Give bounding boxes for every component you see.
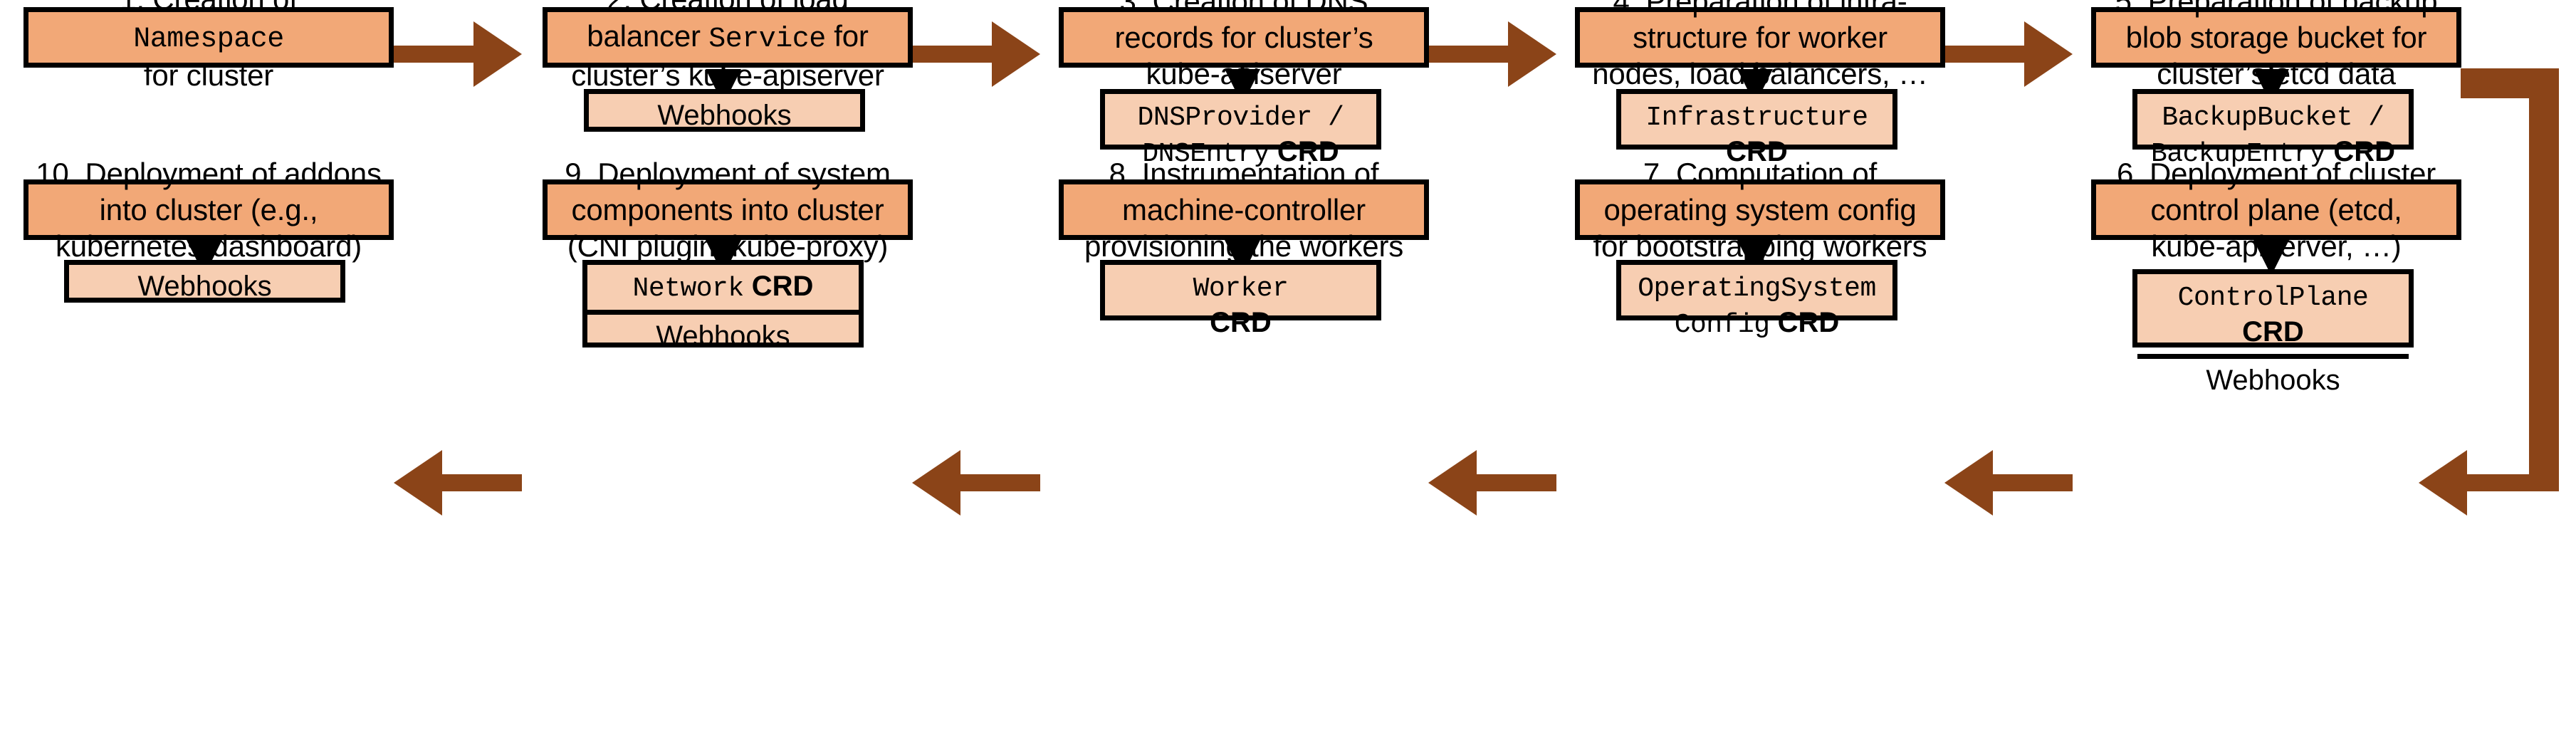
arrow-7-to-8 xyxy=(1428,450,1556,516)
attachment-label: BackupBucket /BackupEntry CRD xyxy=(2150,103,2396,170)
attachment-box-step-3[interactable]: DNSProvider /DNSEntry CRD xyxy=(1100,89,1381,169)
attachment-cell-webhooks: Webhooks xyxy=(587,310,859,358)
attachment-cell-dns-crd: DNSProvider /DNSEntry CRD xyxy=(1105,94,1376,176)
attachment-box-step-10[interactable]: Webhooks xyxy=(64,260,345,303)
attachment-cell-backup-crd: BackupBucket /BackupEntry CRD xyxy=(2137,94,2409,176)
step-4-text: 4. Preparation of infra-structure for wo… xyxy=(1592,0,1928,91)
arrow-5-to-6 xyxy=(2419,68,2559,516)
attachment-cell-webhooks: Webhooks xyxy=(2137,354,2409,402)
attachment-cell-network-crd: Network CRD xyxy=(587,265,859,310)
attachment-label: Network CRD xyxy=(632,271,814,304)
arrow-8-to-9 xyxy=(912,450,1040,516)
attachment-box-step-5[interactable]: BackupBucket /BackupEntry CRD xyxy=(2132,89,2414,169)
flow-arrows-bottom xyxy=(394,450,2073,516)
step-box-4[interactable]: 4. Preparation of infra-structure for wo… xyxy=(1575,0,1945,90)
arrow-6-to-7 xyxy=(1944,450,2073,516)
attachment-cell-webhooks: Webhooks xyxy=(69,265,340,308)
arrow-4-to-5 xyxy=(1944,21,2073,87)
arrow-1-to-2 xyxy=(394,21,522,87)
attachment-label: Webhooks xyxy=(2206,365,2340,397)
attachment-cell-webhooks: Webhooks xyxy=(589,94,860,137)
arrow-3-to-4 xyxy=(1428,21,1556,87)
arrow-2-to-3 xyxy=(912,21,1040,87)
attachment-box-step-6[interactable]: ControlPlane CRD Webhooks xyxy=(2132,269,2414,396)
step-1-text: 1. Creation ofNamespacefor cluster xyxy=(120,0,298,93)
attachment-label: ControlPlane CRD xyxy=(2177,283,2369,348)
attachment-cell-controlplane-crd: ControlPlane CRD xyxy=(2137,274,2409,354)
step-box-1[interactable]: 1. Creation ofNamespacefor cluster xyxy=(23,0,394,92)
attachment-box-step-9[interactable]: Network CRD Webhooks xyxy=(582,260,864,352)
attachment-label: Webhooks xyxy=(137,271,272,302)
attachment-label: Webhooks xyxy=(656,320,790,352)
arrow-9-to-10 xyxy=(394,450,522,516)
attachment-label: DNSProvider /DNSEntry CRD xyxy=(1137,103,1344,170)
attachment-label: Webhooks xyxy=(657,100,792,131)
flow-arrows-elbow xyxy=(2419,68,2559,516)
attachment-links-top xyxy=(706,68,2289,105)
attachment-box-step-2[interactable]: Webhooks xyxy=(584,89,865,132)
